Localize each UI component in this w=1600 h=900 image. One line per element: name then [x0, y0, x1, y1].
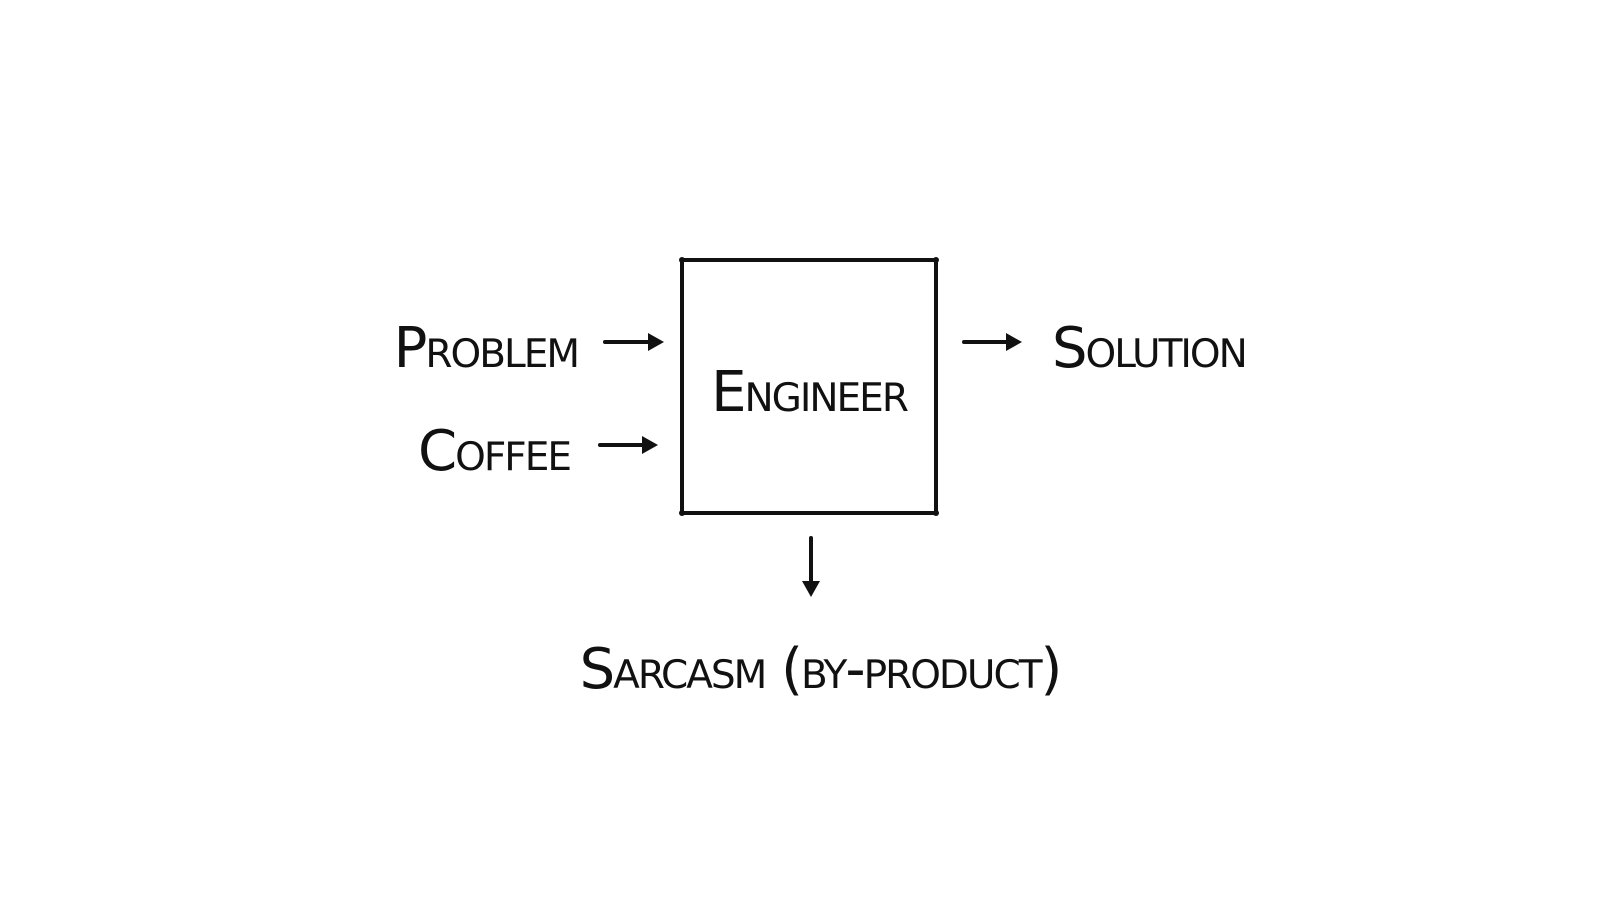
byproduct-label: Sarcasm (by-product): [580, 637, 1061, 702]
engineer-box: [680, 258, 938, 515]
byproduct-arrow: [802, 536, 820, 597]
solution-arrow: [962, 333, 1022, 351]
box-corner-bl: [679, 510, 685, 516]
solution-label: Solution: [1052, 316, 1246, 381]
box-corner-tl: [679, 257, 685, 263]
engineer-label: Engineer: [711, 360, 908, 425]
coffee-label: Coffee: [418, 419, 570, 484]
problem-arrow: [603, 333, 664, 351]
box-corner-br: [933, 510, 939, 516]
problem-label: Problem: [394, 316, 578, 381]
coffee-arrow: [598, 436, 658, 454]
box-corner-tr: [933, 257, 939, 263]
